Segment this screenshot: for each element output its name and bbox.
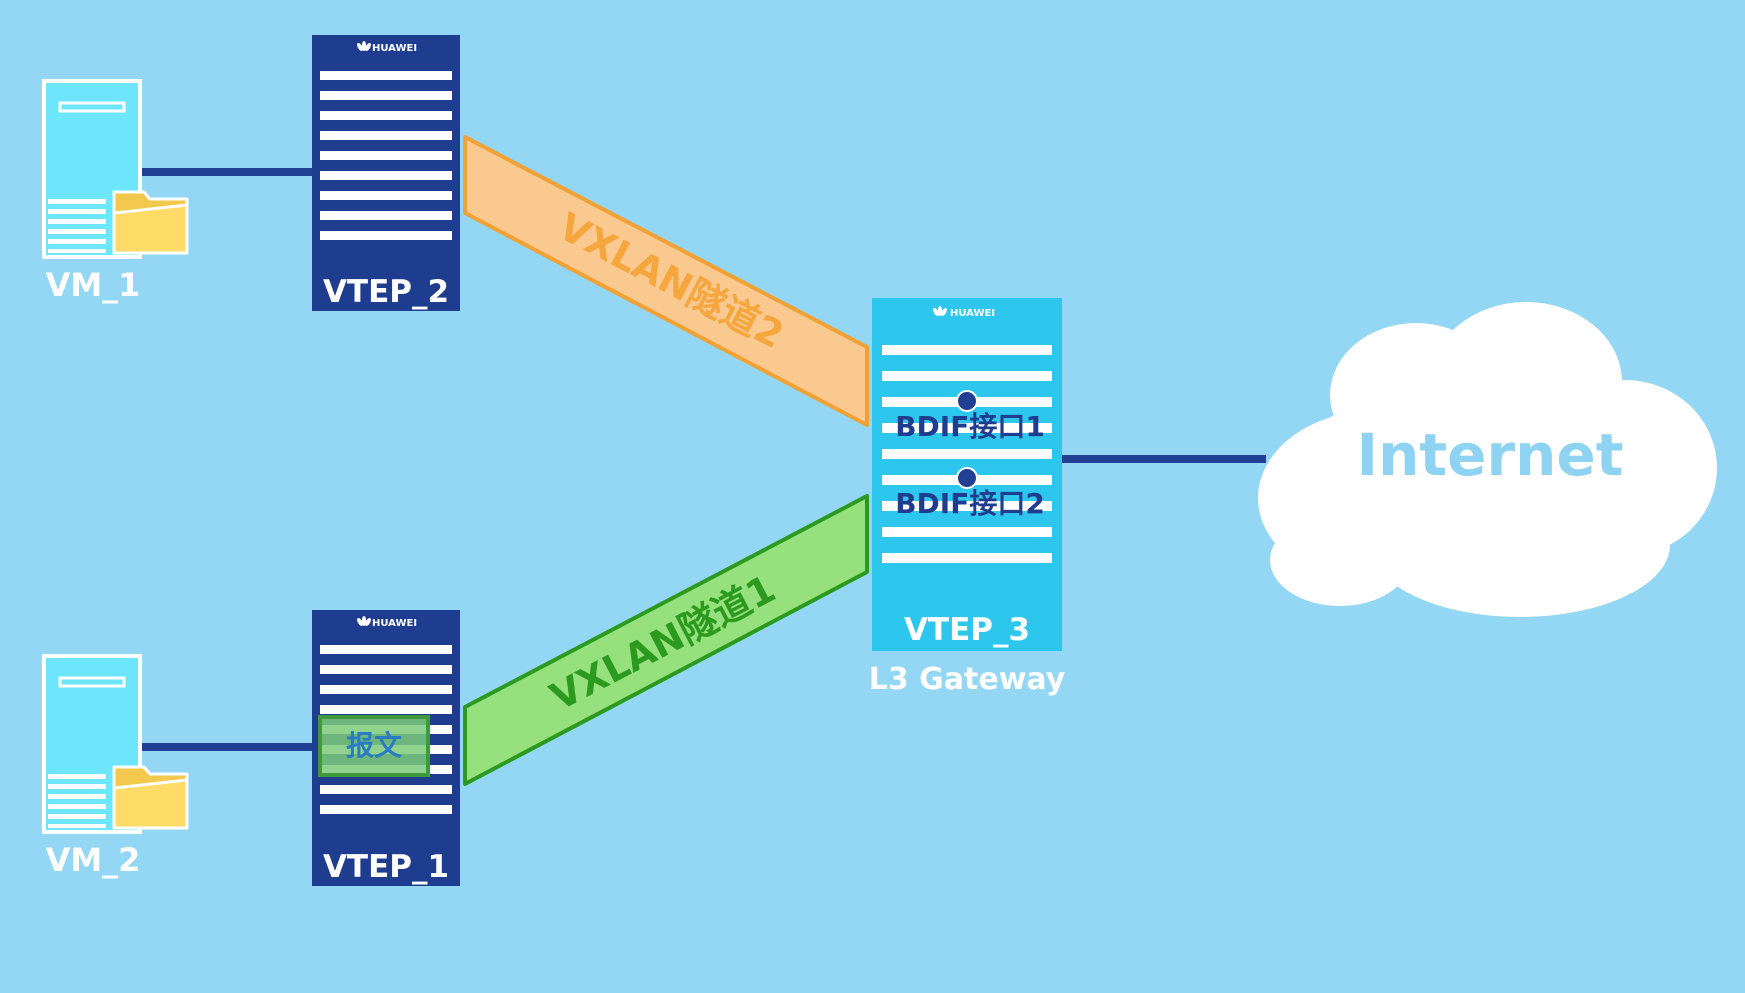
- vtep-2-label: VTEP_2: [323, 274, 449, 310]
- l3-gateway-caption: L3 Gateway: [869, 662, 1066, 697]
- bdif-1-dot: [956, 390, 978, 412]
- tunnel-2-label: VXLAN隧道2: [552, 204, 791, 357]
- vtep-2-switch: HUAWEI VTEP_2: [312, 35, 460, 311]
- bdif-1-label: BDIF接口1: [895, 410, 1045, 443]
- vtep-3-switch: HUAWEI BDIF接口1 BDIF接口2 VTEP_3: [872, 298, 1062, 651]
- vtep-3-brand: HUAWEI: [950, 308, 995, 319]
- internet-label: Internet: [1357, 421, 1624, 489]
- bdif-2-dot: [956, 467, 978, 489]
- vtep-1-brand: HUAWEI: [372, 618, 417, 629]
- packet-label: 报文: [346, 729, 402, 762]
- bdif-2-label: BDIF接口2: [895, 487, 1045, 520]
- tunnel-1-label: VXLAN隧道1: [543, 566, 782, 719]
- vtep-3-label: VTEP_3: [904, 612, 1030, 648]
- vm-1-label: VM_1: [46, 266, 141, 304]
- vtep-1-label: VTEP_1: [323, 849, 449, 885]
- internet-cloud-icon: [1258, 302, 1717, 617]
- vxlan-tunnel-1: [463, 494, 869, 786]
- packet-box: 报文: [318, 715, 430, 777]
- vm-2-label: VM_2: [46, 841, 141, 879]
- vxlan-tunnel-2: [463, 135, 869, 427]
- vtep-2-brand: HUAWEI: [372, 43, 417, 54]
